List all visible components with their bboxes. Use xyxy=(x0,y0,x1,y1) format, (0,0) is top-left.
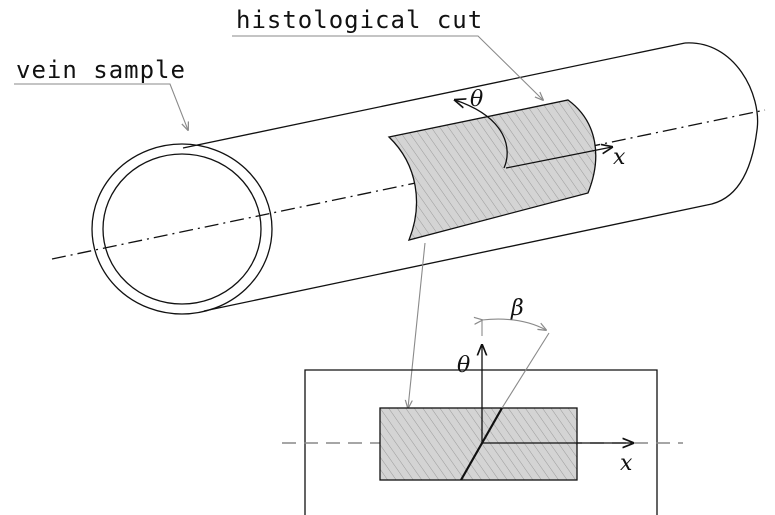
vein-sample-label: vein sample xyxy=(16,56,186,84)
beta-label: β xyxy=(510,296,524,321)
vein-cylinder xyxy=(51,42,766,315)
cylinder-axis xyxy=(51,109,766,260)
slide-sample xyxy=(379,407,578,481)
cylinder-top-edge xyxy=(182,42,686,149)
cut-surface xyxy=(387,99,597,241)
cylinder-outer-ring xyxy=(91,143,273,315)
slide-detail: β θ x xyxy=(282,296,683,515)
fiber-extension xyxy=(501,332,550,409)
theta-arrow-top xyxy=(455,100,508,169)
histological-cut-callout: histological cut xyxy=(232,6,543,100)
fiber-line xyxy=(460,407,503,481)
cylinder-far-end xyxy=(684,42,759,206)
vein-sample-callout: vein sample xyxy=(14,56,188,130)
cylinder-bottom-edge xyxy=(203,204,708,312)
histological-cut-leader xyxy=(232,35,543,100)
x-arrow-top xyxy=(505,147,612,169)
cut-to-slide-leader xyxy=(408,242,426,408)
theta-label-bottom: θ xyxy=(457,353,470,378)
cylinder-inner-ring xyxy=(102,153,262,305)
beta-arc xyxy=(482,319,546,330)
theta-label-top: θ xyxy=(470,87,483,112)
x-label-top: x xyxy=(613,145,626,170)
histological-cut-patch xyxy=(387,99,612,241)
histological-cut-label: histological cut xyxy=(236,6,483,34)
vein-sample-leader xyxy=(14,83,188,130)
x-label-bottom: x xyxy=(620,451,633,476)
